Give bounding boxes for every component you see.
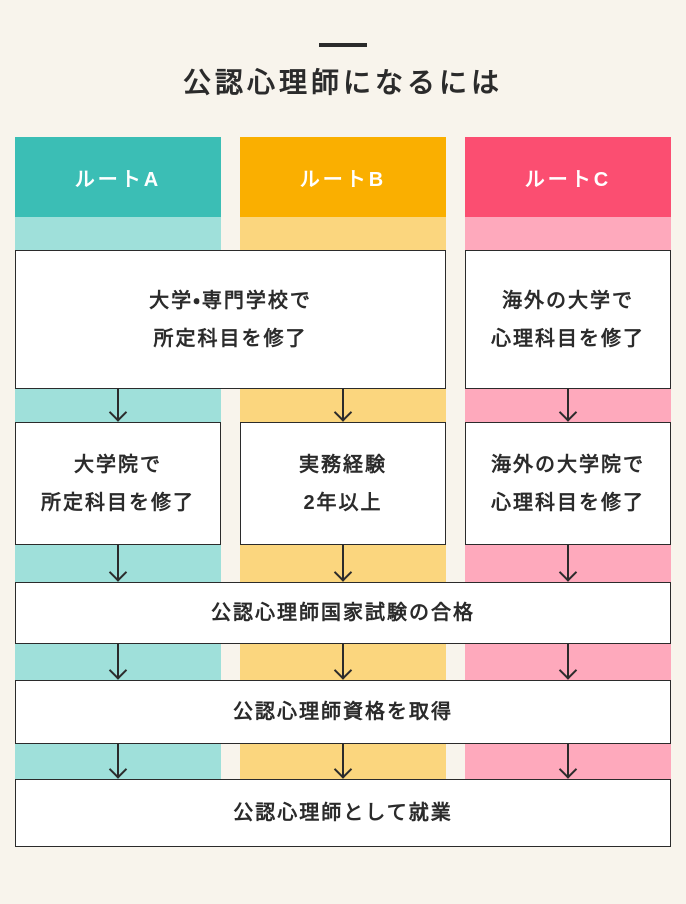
step-text-line: 所定科目を修了 xyxy=(41,491,195,514)
column-gap xyxy=(221,389,240,422)
route-b-strip xyxy=(240,217,446,250)
connector-band xyxy=(15,545,671,582)
down-arrow-icon xyxy=(555,389,581,422)
down-arrow-icon xyxy=(105,644,131,680)
step-exam: 公認心理師国家試験の合格 xyxy=(15,582,671,644)
step-text-line: 所定科目を修了 xyxy=(153,327,308,350)
step-row-employment: 公認心理師として就業 xyxy=(15,779,671,847)
column-gap xyxy=(446,422,465,545)
step-overseas-university-c: 海外の大学で 心理科目を修了 xyxy=(465,250,671,389)
route-b-strip xyxy=(240,744,446,779)
column-gap xyxy=(221,422,240,545)
down-arrow-icon xyxy=(330,744,356,779)
column-gap xyxy=(221,217,240,250)
step-university-ab: 大学・専門学校で 所定科目を修了 xyxy=(15,250,446,389)
connector-band xyxy=(15,389,671,422)
route-b-strip xyxy=(240,389,446,422)
step-text-line: 心理科目を修了 xyxy=(491,327,645,350)
route-a-strip xyxy=(15,744,221,779)
step-text-line: 海外の大学院で xyxy=(491,453,645,476)
step-row-2: 大学院で 所定科目を修了 実務経験 2年以上 海外の大学院で 心理科目を修了 xyxy=(15,422,671,545)
route-c-strip xyxy=(465,644,671,680)
down-arrow-icon xyxy=(105,545,131,582)
column-gap xyxy=(221,644,240,680)
route-b-strip xyxy=(240,644,446,680)
connector-band xyxy=(15,217,671,250)
step-overseas-grad-school-c: 海外の大学院で 心理科目を修了 xyxy=(465,422,671,545)
down-arrow-icon xyxy=(330,545,356,582)
step-text-line: 実務経験 xyxy=(299,453,387,476)
step-text-line: 大学院で xyxy=(74,453,162,476)
step-text-line: 大学・専門学校で xyxy=(149,289,312,312)
down-arrow-icon xyxy=(555,644,581,680)
column-gap xyxy=(446,217,465,250)
step-text-line: 海外の大学で xyxy=(502,289,634,312)
down-arrow-icon xyxy=(105,744,131,779)
route-a-strip xyxy=(15,389,221,422)
route-b-strip xyxy=(240,545,446,582)
column-gap xyxy=(221,744,240,779)
step-text-line: 2年以上 xyxy=(303,491,383,514)
column-gap xyxy=(446,389,465,422)
route-a-strip xyxy=(15,644,221,680)
route-c-strip xyxy=(465,217,671,250)
title-dash xyxy=(319,43,367,47)
route-a-strip xyxy=(15,217,221,250)
step-text-line: 公認心理師として就業 xyxy=(233,802,453,824)
route-c-strip xyxy=(465,744,671,779)
connector-band xyxy=(15,744,671,779)
column-gap xyxy=(221,545,240,582)
step-grad-school-a: 大学院で 所定科目を修了 xyxy=(15,422,221,545)
route-c-strip xyxy=(465,389,671,422)
column-gap xyxy=(446,744,465,779)
down-arrow-icon xyxy=(555,744,581,779)
down-arrow-icon xyxy=(330,644,356,680)
down-arrow-icon xyxy=(105,389,131,422)
route-header-row: ルートA ルートB ルートC xyxy=(15,137,671,217)
route-c-strip xyxy=(465,545,671,582)
route-a-header: ルートA xyxy=(15,137,221,217)
connector-band xyxy=(15,644,671,680)
step-row-license: 公認心理師資格を取得 xyxy=(15,680,671,744)
step-text-line: 心理科目を修了 xyxy=(491,491,645,514)
step-row-exam: 公認心理師国家試験の合格 xyxy=(15,582,671,644)
down-arrow-icon xyxy=(330,389,356,422)
column-gap xyxy=(221,137,240,217)
step-work-experience-b: 実務経験 2年以上 xyxy=(240,422,446,545)
step-text-line: 公認心理師国家試験の合格 xyxy=(211,602,475,624)
step-row-1: 大学・専門学校で 所定科目を修了 海外の大学で 心理科目を修了 xyxy=(15,250,671,389)
column-gap xyxy=(446,644,465,680)
page-title: 公認心理師になるには xyxy=(182,67,503,98)
column-gap xyxy=(446,137,465,217)
title-area: 公認心理師になるには xyxy=(0,0,686,97)
route-a-strip xyxy=(15,545,221,582)
column-gap xyxy=(446,545,465,582)
route-b-header: ルートB xyxy=(240,137,446,217)
route-c-header: ルートC xyxy=(465,137,671,217)
flowchart: ルートA ルートB ルートC 大学・専門学校で 所定科目を修了 海外の大学で 心… xyxy=(15,137,671,847)
column-gap xyxy=(446,250,465,389)
step-license: 公認心理師資格を取得 xyxy=(15,680,671,744)
step-employment: 公認心理師として就業 xyxy=(15,779,671,847)
step-text-line: 公認心理師資格を取得 xyxy=(233,701,453,723)
down-arrow-icon xyxy=(555,545,581,582)
